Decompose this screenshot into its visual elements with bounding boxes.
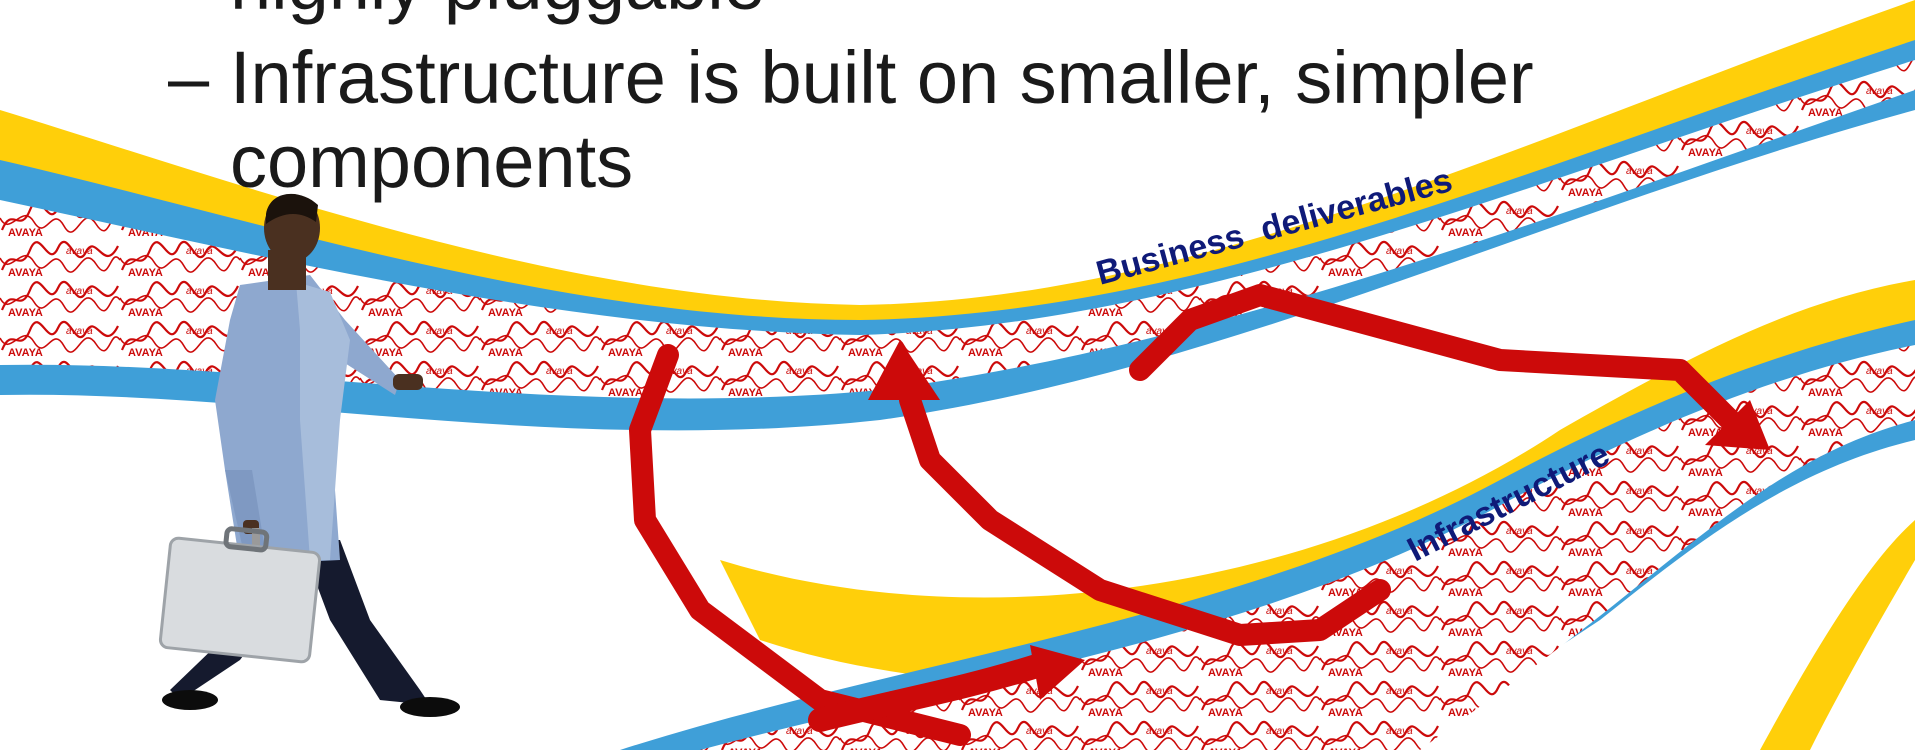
upper-ribbon — [0, 0, 1915, 431]
arrow-up-to-business — [899, 389, 1391, 646]
arrowhead-right — [1705, 400, 1770, 450]
cycle-arrows — [629, 284, 1770, 746]
cropped-line-fragment: highly pluggable — [230, 0, 765, 26]
arrowhead-bottom — [1030, 645, 1085, 700]
arrowhead-up — [868, 340, 940, 400]
briefcase — [158, 526, 322, 664]
lower-ribbon — [620, 280, 1915, 750]
bullet-text-line1: Infrastructure is built on smaller, simp… — [230, 36, 1534, 119]
arrow-right-top — [1129, 284, 1751, 441]
bullet-point: –Infrastructure is built on smaller, sim… — [168, 36, 1534, 204]
bullet-dash: – — [168, 36, 210, 119]
arrow-bottom-curve — [808, 653, 1052, 732]
bullet-text-line2: components — [230, 120, 634, 203]
walking-businessman — [158, 193, 460, 717]
